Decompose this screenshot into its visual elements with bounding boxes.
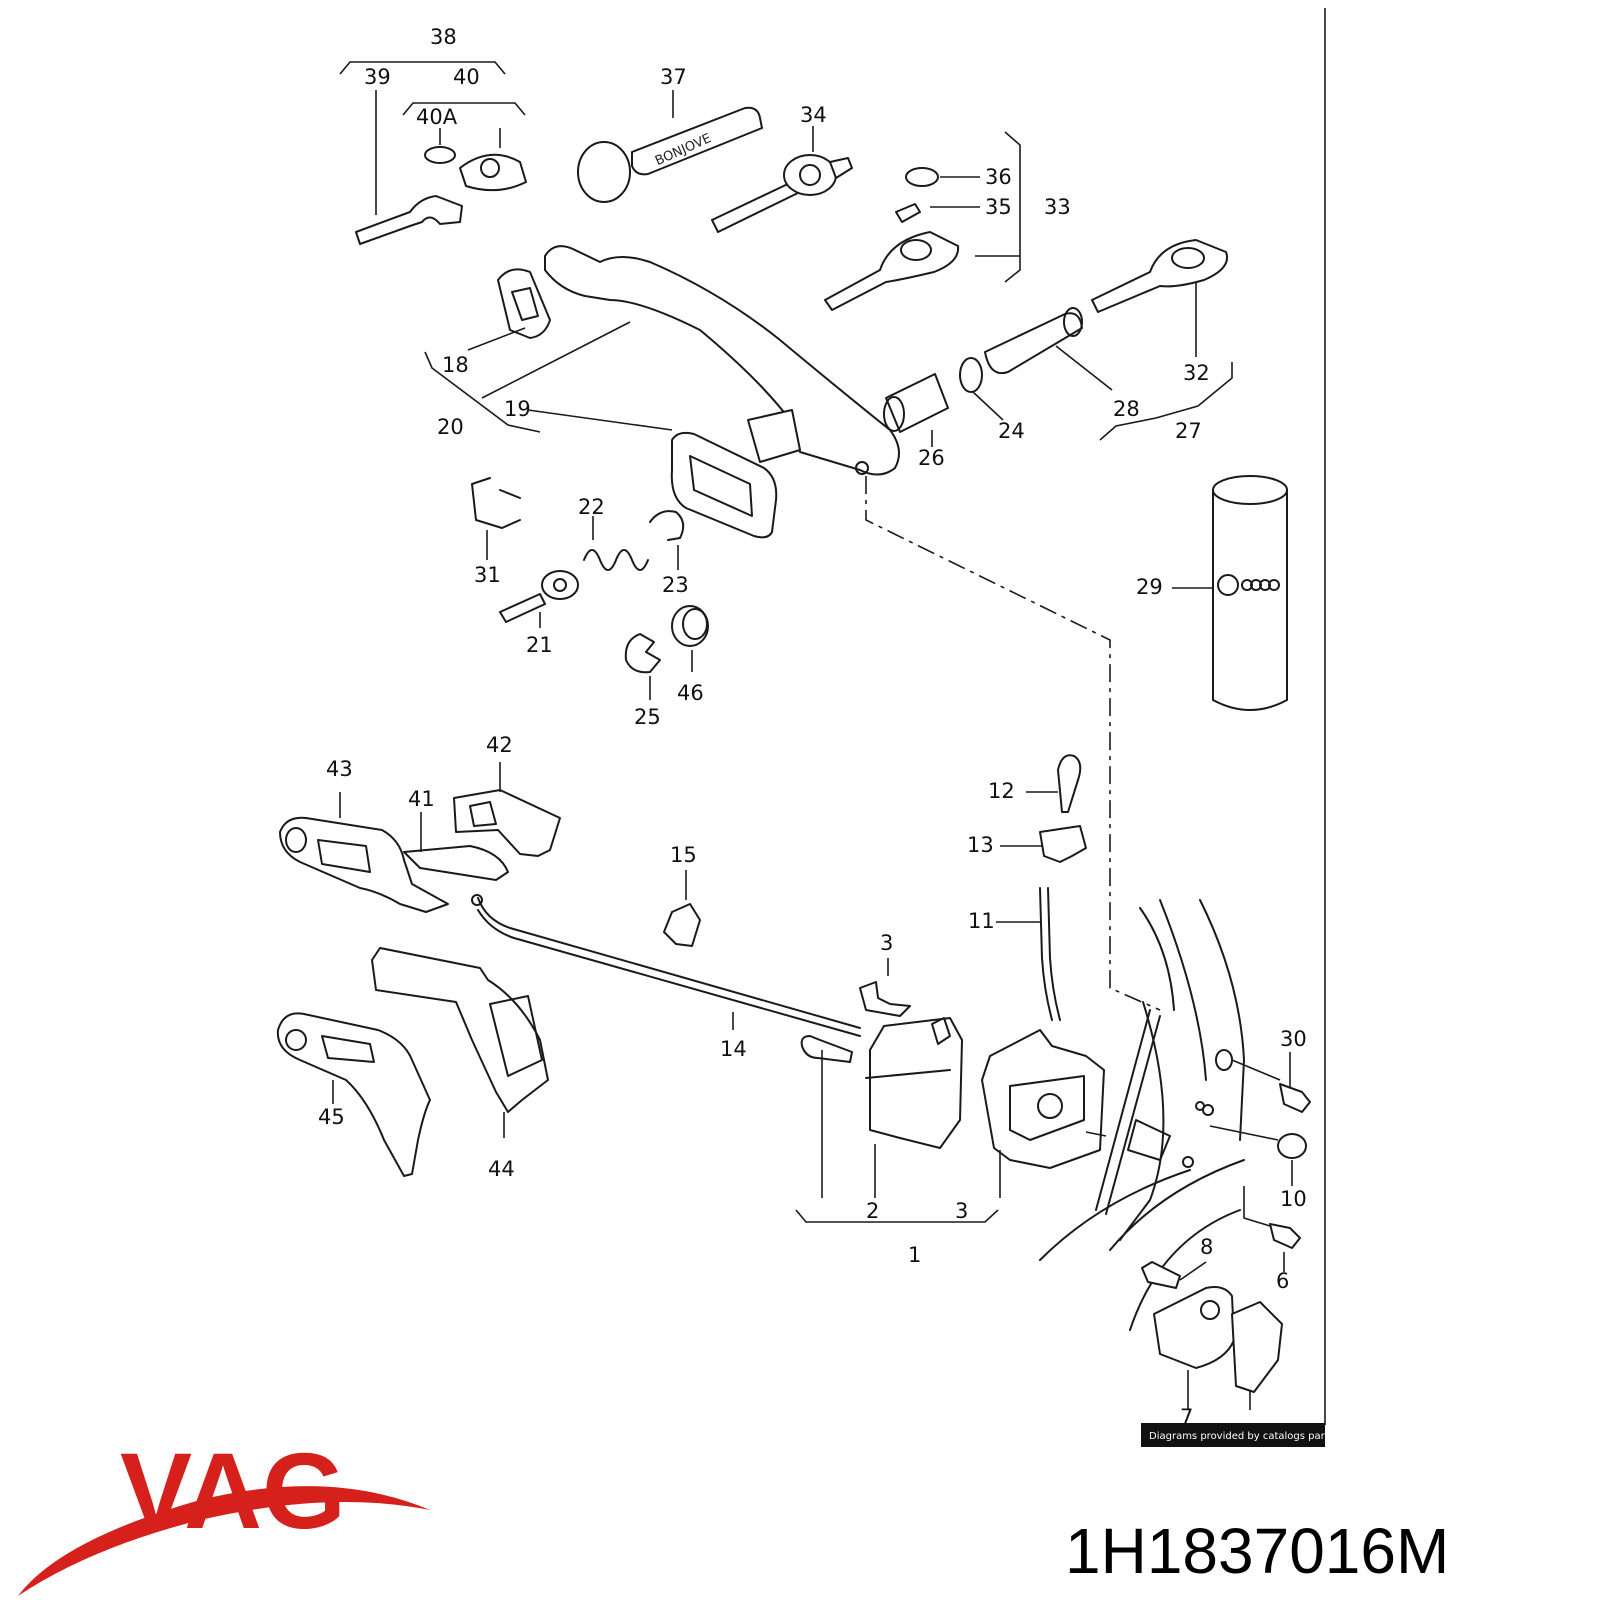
cable-14 [471, 894, 861, 1037]
callout-11: 11 [968, 909, 995, 933]
callout-3-top: 3 [880, 931, 893, 955]
screw-6 [1243, 1186, 1301, 1272]
callout-40A: 40A [416, 105, 458, 129]
door-frame [1039, 899, 1245, 1331]
callout-20: 20 [437, 415, 464, 439]
guide-13 [1000, 825, 1087, 863]
callout-14: 14 [720, 1037, 747, 1061]
callout-18: 18 [442, 353, 469, 377]
callout-28: 28 [1113, 397, 1140, 421]
key-34 [711, 126, 853, 233]
trim-45 [276, 1012, 431, 1177]
clip-25 [624, 633, 661, 700]
part-number: 1H1837016M [1065, 1515, 1449, 1587]
callout-40: 40 [453, 65, 480, 89]
callout-30: 30 [1280, 1027, 1307, 1051]
callout-23: 23 [662, 573, 689, 597]
callout-36: 36 [985, 165, 1012, 189]
callout-31: 31 [474, 563, 501, 587]
cap-10 [1209, 1125, 1307, 1186]
callout-2: 2 [866, 1199, 879, 1223]
callout-39: 39 [364, 65, 391, 89]
handle-carrier-44 [371, 947, 549, 1138]
callout-35: 35 [985, 195, 1012, 219]
callout-32: 32 [1183, 361, 1210, 385]
key-set-33 [824, 131, 1021, 311]
callout-13: 13 [967, 833, 994, 857]
callout-46: 46 [677, 681, 704, 705]
callout-15: 15 [670, 843, 697, 867]
callout-6: 6 [1276, 1269, 1289, 1293]
callout-42: 42 [486, 733, 513, 757]
credit-text: Diagrams provided by catalogs parts [1149, 1431, 1334, 1442]
clip-15 [663, 870, 701, 947]
callout-24: 24 [998, 419, 1025, 443]
clip-23 [649, 510, 685, 570]
callout-29: 29 [1136, 575, 1163, 599]
screw-30 [1231, 1052, 1311, 1113]
cylinder-group-27 [883, 307, 1233, 447]
callout-45: 45 [318, 1105, 345, 1129]
callout-8: 8 [1200, 1235, 1213, 1259]
callout-34: 34 [800, 103, 827, 127]
inner-handle-43 [279, 792, 449, 913]
rod-11 [996, 887, 1061, 1021]
callout-43: 43 [326, 757, 353, 781]
lubricant-can-29 [1172, 475, 1288, 711]
key-group-38 [339, 61, 527, 245]
callout-38: 38 [430, 25, 457, 49]
callout-27: 27 [1175, 419, 1202, 443]
callout-44: 44 [488, 1157, 515, 1181]
pin-21 [499, 570, 579, 628]
bezel-41 [403, 812, 509, 881]
callout-12: 12 [988, 779, 1015, 803]
callout-1: 1 [908, 1243, 921, 1267]
logo-swoosh [18, 1486, 430, 1596]
credit-bar [1141, 1423, 1325, 1447]
door-handle-20 [424, 245, 900, 539]
door-lock-1 [795, 958, 1107, 1223]
callout-19: 19 [504, 397, 531, 421]
clip-31 [471, 477, 521, 560]
key-32 [1091, 239, 1228, 357]
screw-8 [1141, 1261, 1207, 1289]
keyring-37: BONJOVE [577, 90, 763, 203]
connector-dashed-line [865, 476, 1161, 1011]
vag-logo: VAG [18, 1430, 430, 1596]
carrier-42 [453, 762, 561, 857]
callout-3-bottom: 3 [955, 1199, 968, 1223]
callout-37: 37 [660, 65, 687, 89]
callout-33: 33 [1044, 195, 1071, 219]
callout-22: 22 [578, 495, 605, 519]
callout-41: 41 [408, 787, 435, 811]
callout-25: 25 [634, 705, 661, 729]
striker-7 [1153, 1286, 1283, 1410]
brand-logo-text: VAG [120, 1430, 346, 1551]
callout-10: 10 [1280, 1187, 1307, 1211]
callout-26: 26 [918, 446, 945, 470]
callout-labels: 38 39 40 40A 37 34 36 35 33 18 19 20 32 … [318, 25, 1307, 1429]
callout-21: 21 [526, 633, 553, 657]
knob-12 [1026, 754, 1082, 813]
ring-46 [671, 605, 709, 672]
spring-22 [583, 516, 649, 571]
